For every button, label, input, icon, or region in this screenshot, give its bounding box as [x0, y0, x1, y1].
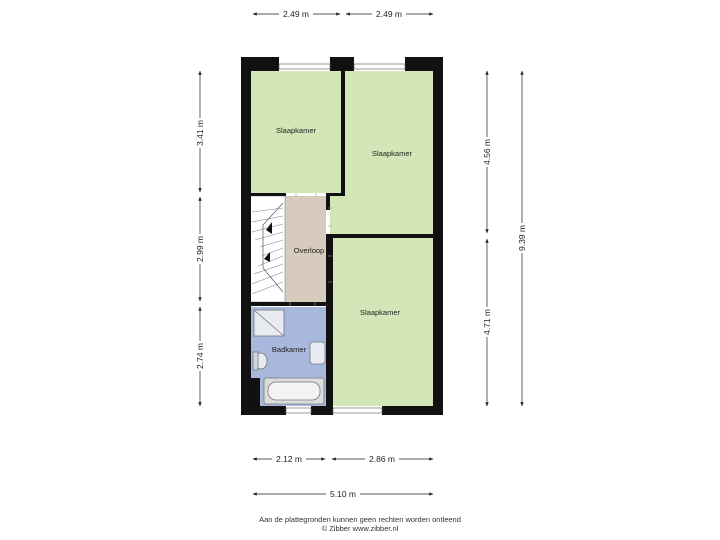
dim-left-lower: 2.74 m — [195, 343, 205, 369]
walls — [241, 57, 443, 415]
washbasin — [309, 341, 326, 365]
stair-arrow-icon — [266, 222, 272, 234]
dim-right-lower: 4.71 m — [482, 309, 492, 335]
dim-bottom-total: 5.10 m — [330, 489, 356, 499]
staircase — [249, 195, 286, 303]
dim-bottom-left: 2.12 m — [276, 454, 302, 464]
room-label-bedroom-top-right: Slaapkamer — [372, 149, 413, 158]
dim-bottom-right: 2.86 m — [369, 454, 395, 464]
dim-top-left: 2.49 m — [283, 9, 309, 19]
dim-left-middle: 2.99 m — [195, 236, 205, 262]
dim-right-total: 9.39 m — [517, 225, 527, 251]
landing-fill — [285, 196, 326, 302]
dim-right-upper: 4.56 m — [482, 139, 492, 165]
bedroom-top-right-fill — [345, 71, 433, 234]
dim-left-upper: 3.41 m — [195, 120, 205, 146]
bedroom-bottom-fill — [333, 238, 433, 406]
disclaimer: Aan de plattegronden kunnen geen rechten… — [259, 515, 461, 524]
dim-top-right: 2.49 m — [376, 9, 402, 19]
doors — [289, 193, 332, 306]
room-label-bedroom-bottom: Slaapkamer — [360, 308, 401, 317]
bedroom-top-right-notch-fill — [330, 193, 345, 234]
bathroom-fixtures — [252, 309, 326, 405]
bedroom-top-left-fill — [251, 71, 341, 193]
copyright: © Zibber www.zibber.nl — [321, 524, 399, 533]
room-label-bathroom: Badkamer — [272, 345, 307, 354]
room-label-landing: Overloop — [294, 246, 324, 255]
stair-arrow-down-icon — [264, 252, 270, 262]
room-label-bedroom-top-left: Slaapkamer — [276, 126, 317, 135]
windows — [278, 63, 406, 414]
